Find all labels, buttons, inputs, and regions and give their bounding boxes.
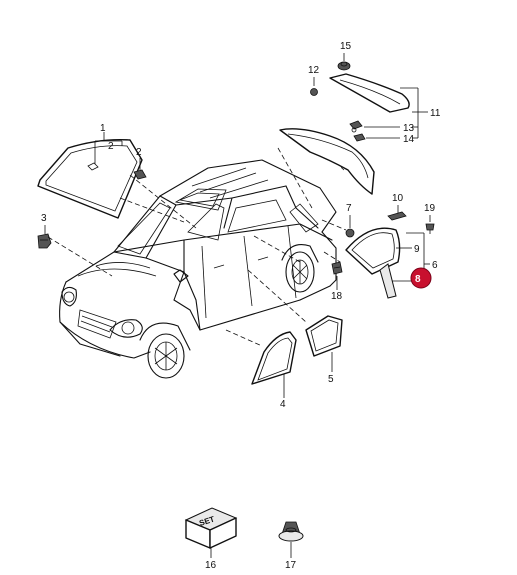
front-door-window-part[interactable] xyxy=(251,331,297,385)
windshield-sensor-bracket-part[interactable] xyxy=(133,169,147,180)
seal-part-10[interactable] xyxy=(387,211,407,221)
windshield-part[interactable] xyxy=(37,138,143,219)
installation-kit-set-part[interactable]: SET xyxy=(184,507,238,549)
callout-7[interactable]: 7 xyxy=(346,203,352,214)
callout-18[interactable]: 18 xyxy=(331,291,343,302)
selected-callout-8-marker[interactable]: 8 xyxy=(410,267,432,289)
windshield-sensor-small xyxy=(87,162,99,171)
rear-spoiler-part[interactable] xyxy=(329,73,410,113)
callout-2-inner[interactable]: 2 xyxy=(108,141,114,152)
spoiler-grommet-part[interactable] xyxy=(337,61,351,71)
callout-19[interactable]: 19 xyxy=(424,203,436,214)
clip-part-19[interactable] xyxy=(425,223,435,234)
clip-part-14[interactable] xyxy=(353,133,366,142)
clip-part-18[interactable] xyxy=(331,261,343,275)
clip-part-13[interactable] xyxy=(349,120,363,133)
callout-9[interactable]: 9 xyxy=(414,244,420,255)
rear-door-window-part[interactable] xyxy=(305,315,343,357)
callout-4[interactable]: 4 xyxy=(280,399,286,410)
screw-part-7[interactable] xyxy=(345,228,355,238)
callout-3[interactable]: 3 xyxy=(41,213,47,224)
callout-11[interactable]: 11 xyxy=(430,108,441,119)
screw-part-12[interactable] xyxy=(310,88,318,96)
callout-14[interactable]: 14 xyxy=(403,134,415,145)
callout-2[interactable]: 2 xyxy=(136,147,142,158)
callout-5[interactable]: 5 xyxy=(328,374,334,385)
callout-12[interactable]: 12 xyxy=(308,65,320,76)
callout-16[interactable]: 16 xyxy=(205,560,217,571)
callout-10[interactable]: 10 xyxy=(392,193,404,204)
quarter-glass-part[interactable] xyxy=(345,227,401,275)
vehicle-outline xyxy=(59,159,337,379)
clip-part[interactable] xyxy=(37,233,52,249)
callout-6[interactable]: 6 xyxy=(432,260,438,271)
adhesive-cartridge-part[interactable] xyxy=(278,521,304,542)
callout-13[interactable]: 13 xyxy=(403,123,415,134)
callout-8[interactable]: 8 xyxy=(415,274,421,285)
callout-1[interactable]: 1 xyxy=(100,123,106,134)
rear-window-glass-part[interactable] xyxy=(279,128,375,195)
window-seal-part-8[interactable] xyxy=(379,263,397,299)
callout-17[interactable]: 17 xyxy=(285,560,297,571)
callout-15[interactable]: 15 xyxy=(340,41,352,52)
